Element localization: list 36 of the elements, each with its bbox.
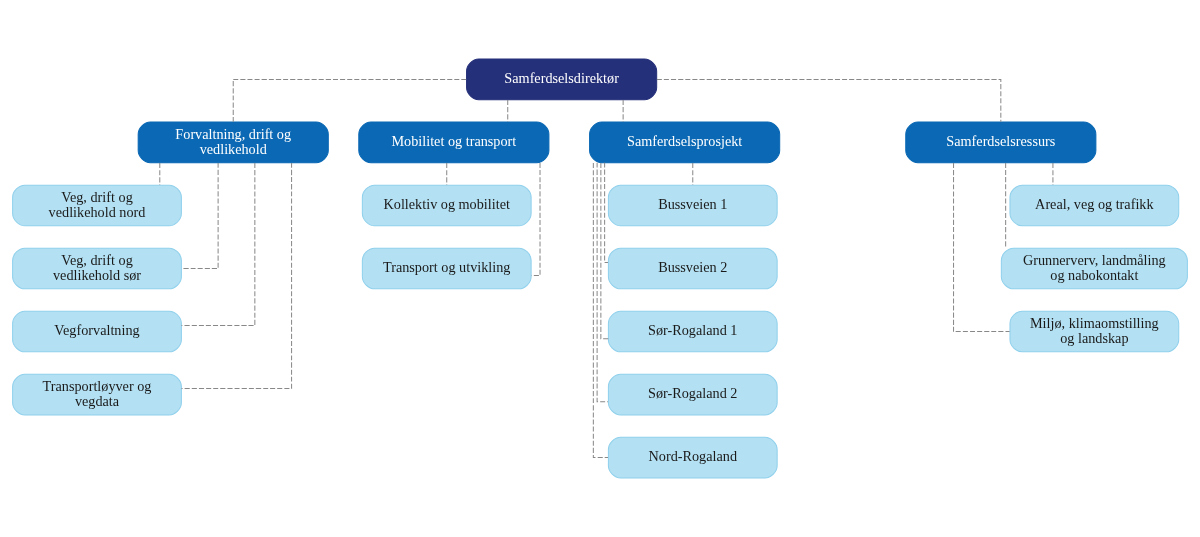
node-box: Areal, veg og trafikk (1009, 184, 1180, 227)
node-box: Bussveien 1 (607, 184, 778, 227)
connector (232, 78, 467, 123)
node-box: Sør-Rogaland 1 (607, 310, 778, 353)
node-box: Samferdselsprosjekt (589, 121, 781, 164)
connector (446, 162, 448, 186)
connector (180, 162, 219, 269)
connector (1052, 162, 1054, 186)
connector (604, 162, 609, 263)
node-box: Miljø, klimaomstilling og landskap (1009, 310, 1180, 353)
node-box: Veg, drift og vedlikehold sør (12, 247, 182, 290)
node-box: Vegforvaltning (12, 310, 182, 353)
node-box: Transportløyver og vegdata (12, 373, 182, 416)
node-box: Veg, drift og vedlikehold nord (12, 184, 182, 227)
connector (159, 162, 161, 186)
node-box: Grunnerverv, landmåling og nabokontakt (1000, 247, 1188, 290)
connector (953, 162, 1011, 333)
node-box: Nord-Rogaland (607, 436, 778, 479)
node-box: Sør-Rogaland 2 (607, 373, 778, 416)
node-box: Kollektiv og mobilitet (361, 184, 532, 227)
node-box: Samferdselsdirektør (466, 58, 658, 101)
connector (1005, 162, 1007, 249)
connector (622, 99, 624, 123)
connector (600, 162, 609, 340)
node-box: Samferdselsressurs (905, 121, 1097, 164)
connector (596, 162, 609, 403)
connector (180, 162, 256, 326)
node-box: Forvaltning, drift og vedlikehold (137, 121, 329, 164)
connector (507, 99, 509, 123)
connector (530, 162, 541, 277)
connector (692, 162, 694, 186)
node-box: Bussveien 2 (607, 247, 778, 290)
connector (181, 162, 293, 389)
node-box: Mobilitet og transport (358, 121, 550, 164)
connector (656, 78, 1002, 123)
node-box: Transport og utvikling (361, 247, 532, 290)
